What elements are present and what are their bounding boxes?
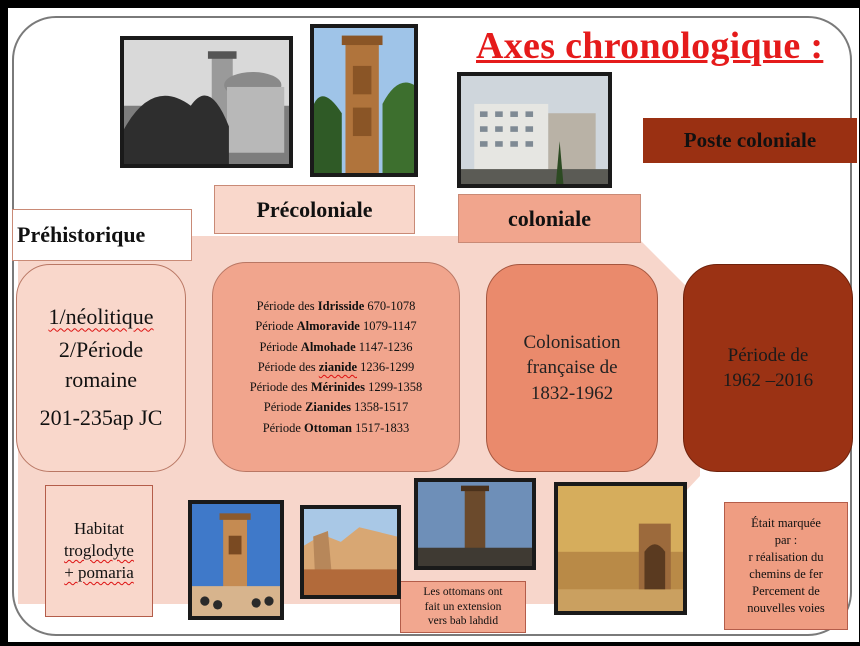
habitat-note: Habitat troglodyte + pomaria: [45, 485, 153, 617]
minaret-tower-photo: [310, 24, 418, 177]
habitat-line3: + pomaria: [64, 563, 134, 583]
precoloniale-period-row: Période Almoravide 1079-1147: [255, 316, 416, 336]
mosque-minaret-bw-photo: [120, 36, 293, 168]
precoloniale-label: Précoloniale: [214, 185, 415, 234]
ottomans-line2: fait un extension: [424, 600, 502, 613]
gate-painting-photo: [554, 482, 687, 615]
period-dates: 1079-1147: [359, 319, 417, 334]
ottomans-note: Les ottomans ont fait un extension vers …: [400, 581, 526, 633]
prehistorique-line1: 1/néolitique: [48, 304, 154, 330]
poste-coloniale-label: Poste coloniale: [643, 118, 857, 163]
precoloniale-period-row: Période Zianides 1358-1517: [264, 397, 408, 417]
habitat-line2: troglodyte: [64, 540, 134, 560]
period-dates: 1517-1833: [351, 420, 410, 435]
habitat-line1: Habitat: [73, 518, 125, 538]
period-dynasty-name: Almoravide: [296, 319, 360, 334]
prehistorique-box: 1/néolitique 2/Période romaine 201-235ap…: [16, 264, 186, 472]
poste-coloniale-box: Période de 1962 –2016: [683, 264, 853, 472]
period-dynasty-name: zianide: [318, 359, 357, 374]
period-prefix: Période des: [249, 380, 311, 395]
precoloniale-period-row: Période Ottoman 1517-1833: [263, 418, 410, 438]
precoloniale-period-row: Période des zianide 1236-1299: [258, 357, 415, 377]
minaret-courtyard-photo: [188, 500, 284, 620]
prehistorique-label: Préhistorique: [12, 209, 192, 261]
marquee-note: Était marquée par : r réalisation du che…: [724, 502, 848, 630]
period-dates: 1358-1517: [350, 400, 409, 415]
period-dates: 1147-1236: [355, 339, 413, 354]
coloniale-line3: 1832-1962: [530, 382, 614, 404]
period-dates: 1236-1299: [357, 359, 415, 374]
marquee-line6: nouvelles voies: [747, 600, 825, 615]
prehistorique-line3: romaine: [64, 367, 138, 392]
precoloniale-period-row: Période Almohade 1147-1236: [259, 337, 412, 357]
marquee-line3: r réalisation du: [748, 550, 824, 565]
period-prefix: Période: [255, 319, 297, 334]
period-prefix: Période des: [257, 359, 319, 374]
coloniale-line2: française de: [526, 357, 618, 379]
period-prefix: Période des: [256, 299, 318, 314]
period-dates: 670-1078: [364, 299, 416, 314]
period-prefix: Période: [263, 400, 306, 415]
marquee-line2: par :: [774, 533, 798, 548]
marquee-line4: chemins de fer: [749, 567, 823, 581]
precoloniale-period-row: Période des Mérinides 1299-1358: [250, 377, 423, 397]
page-title: Axes chronologique :: [476, 25, 824, 67]
minaret-ruins-photo: [414, 478, 536, 570]
ottomans-line1: Les ottomans ont: [423, 586, 503, 599]
period-dynasty-name: Ottoman: [304, 420, 352, 435]
marquee-line5: Percement de: [752, 583, 820, 598]
prehistorique-line2: 2/Période: [58, 336, 144, 362]
colonial-buildings-photo: [457, 72, 612, 188]
period-prefix: Période: [259, 339, 301, 354]
period-dynasty-name: Almohade: [300, 339, 356, 354]
period-dates: 1299-1358: [364, 380, 423, 395]
period-prefix: Période: [262, 420, 305, 435]
period-dynasty-name: Idrisside: [317, 299, 365, 314]
period-dynasty-name: Mérinides: [310, 380, 365, 395]
period-dynasty-name: Zianides: [305, 400, 351, 415]
ottomans-line3: vers bab lahdid: [427, 615, 499, 628]
coloniale-label: coloniale: [458, 194, 641, 243]
marquee-line1: Était marquée: [751, 516, 821, 531]
ruins-wall-photo: [300, 505, 401, 599]
precoloniale-period-row: Période des Idrisside 670-1078: [257, 296, 416, 316]
poste-coloniale-line1: Période de: [727, 344, 809, 366]
poste-coloniale-line2: 1962 –2016: [722, 370, 814, 391]
coloniale-line1: Colonisation: [523, 332, 621, 354]
coloniale-box: Colonisation française de 1832-1962: [486, 264, 658, 472]
prehistorique-line4: 201-235ap JC: [39, 405, 163, 431]
